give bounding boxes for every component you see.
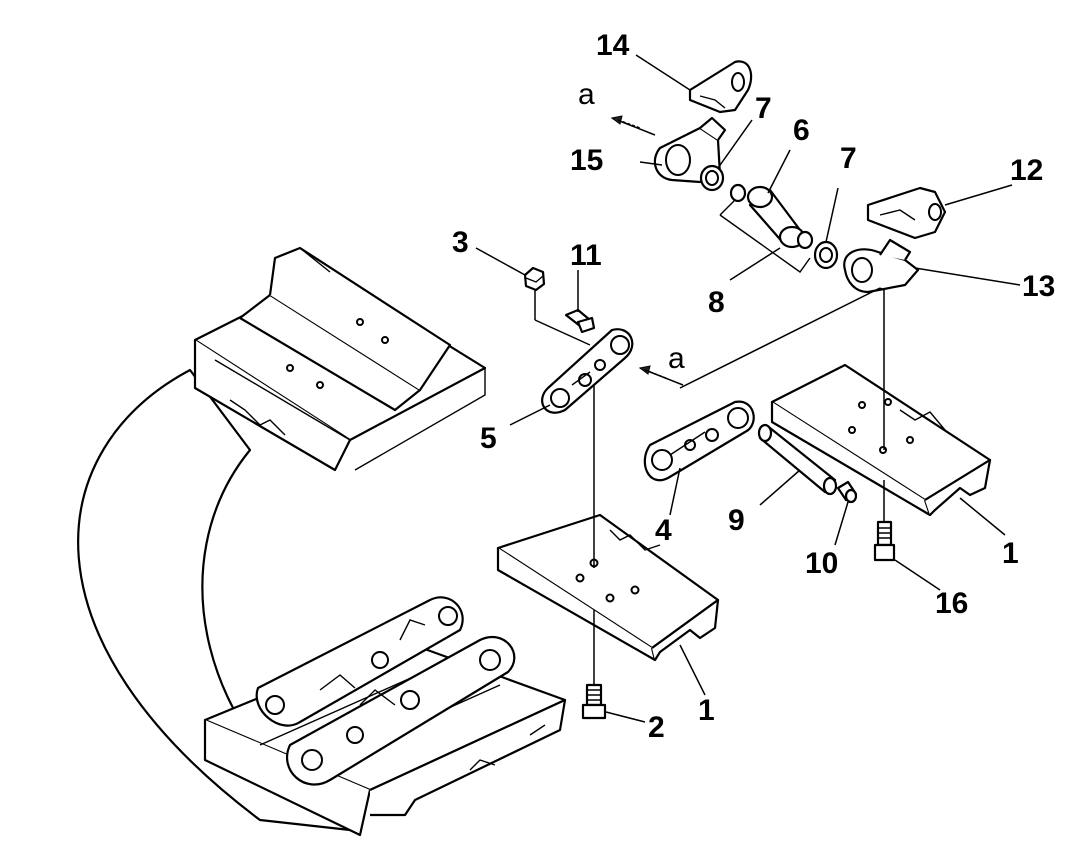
callout-labels: 14 a 7 6 15 7 12 3 11 13 8 a 5 9 4 1 10 … xyxy=(452,29,1055,744)
callout-9: 9 xyxy=(728,504,745,537)
callout-6: 6 xyxy=(793,114,810,147)
track-pin xyxy=(757,423,838,496)
callout-3: 3 xyxy=(452,226,469,259)
arrow-a-mid xyxy=(638,365,684,386)
upper-shoe-run xyxy=(193,246,487,472)
master-link-left xyxy=(541,328,634,414)
callout-1-right: 1 xyxy=(1002,537,1019,570)
callout-7-right: 7 xyxy=(840,142,857,175)
callout-15: 15 xyxy=(570,144,603,177)
callout-7-left: 7 xyxy=(755,92,772,125)
split-link-right-lower xyxy=(843,238,920,294)
callout-13: 13 xyxy=(1022,270,1055,303)
marker-a-top: a xyxy=(578,78,595,111)
shoe-bolt-right xyxy=(873,290,896,562)
master-link-bolt xyxy=(564,308,596,334)
pin-bracket xyxy=(719,199,811,273)
callout-10: 10 xyxy=(805,547,838,580)
bushing xyxy=(729,183,814,250)
callout-4: 4 xyxy=(655,514,672,547)
split-link-right-upper xyxy=(866,186,947,240)
callout-12: 12 xyxy=(1010,154,1043,187)
track-shoe-lower xyxy=(496,513,720,662)
arrow-a-top xyxy=(610,115,656,136)
pin-spacer xyxy=(836,480,858,504)
callout-16: 16 xyxy=(935,587,968,620)
shoe-bolt-lower xyxy=(581,380,607,720)
seal-right xyxy=(813,240,839,270)
lower-shoe-run xyxy=(203,596,567,837)
callout-8: 8 xyxy=(708,286,725,319)
master-link-right xyxy=(643,400,755,482)
callout-11: 11 xyxy=(570,239,602,272)
track-shoe-right xyxy=(770,363,992,517)
callout-1-lower: 1 xyxy=(698,694,715,727)
callout-leaders xyxy=(475,54,1021,723)
callout-14: 14 xyxy=(596,29,630,62)
marker-a-mid: a xyxy=(668,342,685,375)
split-link-left-upper xyxy=(688,60,753,114)
seal-left xyxy=(699,164,725,192)
callout-2: 2 xyxy=(648,711,665,744)
callout-5: 5 xyxy=(480,422,497,455)
nut xyxy=(523,266,591,346)
track-chain-loop xyxy=(77,246,567,837)
